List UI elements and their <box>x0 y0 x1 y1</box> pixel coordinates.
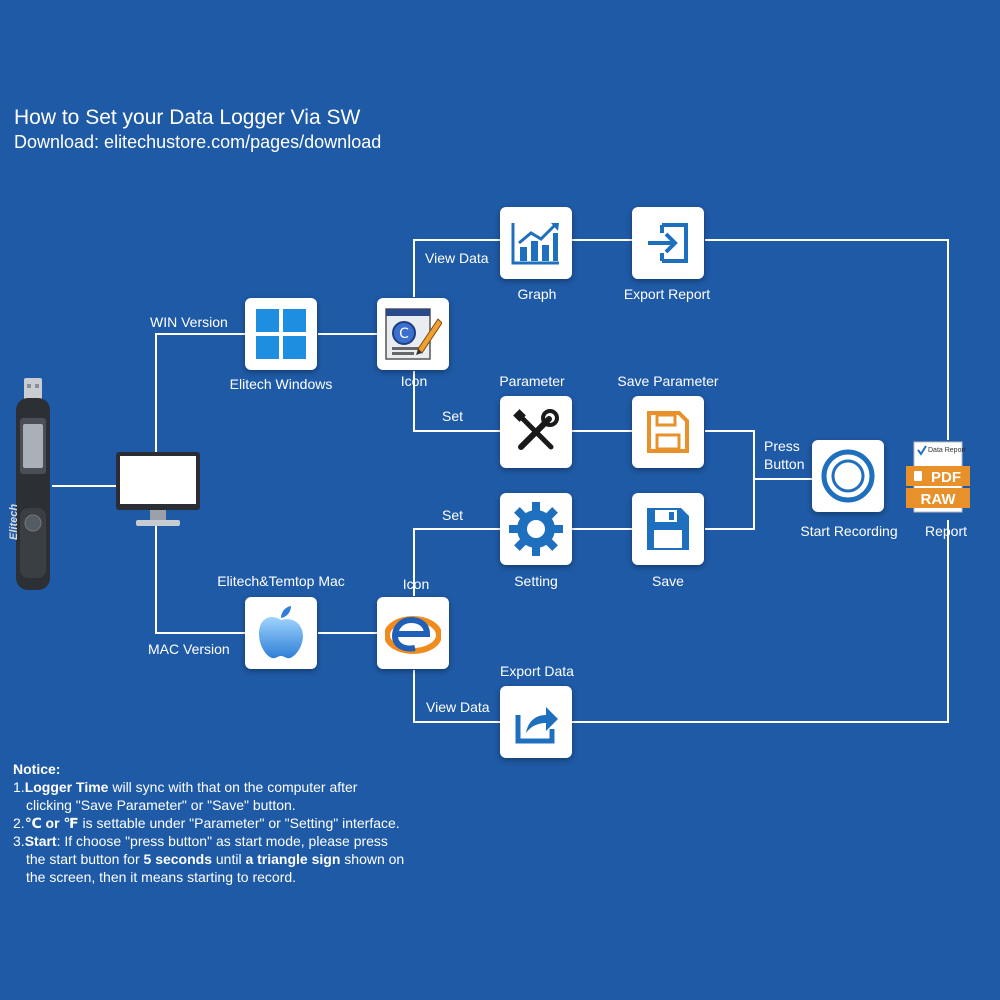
export-report-icon <box>648 223 688 263</box>
win-software-icon: C <box>385 308 442 360</box>
set-bottom-label: Set <box>442 507 464 523</box>
mac-version-label: MAC Version <box>148 641 230 657</box>
save-label: Save <box>652 573 684 589</box>
notice-title: Notice: <box>13 761 61 777</box>
notice-1-num: 1. <box>13 779 25 795</box>
gear-icon <box>509 502 563 556</box>
export-data-label: Export Data <box>500 663 574 679</box>
notice-3-cont-f: the screen, then it means starting to re… <box>26 869 297 885</box>
notice-item-1: 1.Logger Time will sync with that on the… <box>13 778 404 796</box>
parameter-tile[interactable] <box>500 396 572 468</box>
notice-3-cont-a: the start button for <box>26 851 144 867</box>
floppy-disk-blue-icon <box>647 508 689 550</box>
view-data-top-label: View Data <box>425 250 489 266</box>
notice-3-bold: Start <box>24 833 57 849</box>
svg-text:C: C <box>399 326 409 342</box>
notice-3-cont-e: shown on <box>340 851 405 867</box>
notice-2-bold: ℃ or ℉ <box>24 815 79 831</box>
button-label: Button <box>764 456 805 472</box>
view-data-bottom-label: View Data <box>426 699 490 715</box>
notice-3-cont-c: until <box>212 851 246 867</box>
press-label: Press <box>764 438 800 454</box>
record-button-icon <box>821 449 875 503</box>
mac-app-label: Elitech&Temtop Mac <box>217 573 345 589</box>
setting-label: Setting <box>514 573 558 589</box>
notice-3-text: : If choose "press button" as start mode… <box>56 833 388 849</box>
device-brand-label: Elitech <box>8 503 20 540</box>
mac-app-tile[interactable] <box>245 597 317 669</box>
export-data-tile[interactable] <box>500 686 572 758</box>
report-document-icon: Data Report PDF RAW <box>906 441 970 513</box>
notice-2-num: 2. <box>13 815 25 831</box>
bar-chart-icon <box>511 223 559 265</box>
notice-item-3: 3.Start: If choose "press button" as sta… <box>13 832 404 850</box>
win-software-tile[interactable]: C <box>377 298 449 370</box>
set-top-label: Set <box>442 408 464 424</box>
notice-section: Notice: 1.Logger Time will sync with tha… <box>13 760 404 886</box>
share-export-icon <box>515 707 558 744</box>
setting-tile[interactable] <box>500 493 572 565</box>
notice-1-text: will sync with that on the computer afte… <box>108 779 358 795</box>
report-label: Report <box>924 523 968 539</box>
start-recording-label: Start Recording <box>800 523 898 539</box>
notice-3-cont: the start button for 5 seconds until a t… <box>13 850 404 868</box>
floppy-disk-orange-icon <box>647 411 689 453</box>
notice-1-bold: Logger Time <box>24 779 109 795</box>
notice-3-cont-d: a triangle sign <box>245 851 341 867</box>
save-parameter-label: Save Parameter <box>617 373 719 389</box>
export-report-label: Export Report <box>623 286 711 302</box>
notice-2-text: is settable under "Parameter" or "Settin… <box>78 815 400 831</box>
elitech-windows-label: Elitech Windows <box>229 376 333 392</box>
save-tile[interactable] <box>632 493 704 565</box>
notice-1-cont: clicking "Save Parameter" or "Save" butt… <box>26 797 296 813</box>
windows-app-tile[interactable] <box>245 298 317 370</box>
report-icon-pdf: PDF <box>931 469 961 486</box>
graph-tile[interactable] <box>500 207 572 279</box>
report-icon-top-text: Data Report <box>928 447 966 454</box>
notice-3-num: 3. <box>13 833 25 849</box>
notice-3-cont-b: 5 seconds <box>143 851 212 867</box>
computer-monitor-icon <box>116 452 200 526</box>
export-report-tile[interactable] <box>632 207 704 279</box>
start-recording-tile[interactable] <box>812 440 884 512</box>
save-parameter-tile[interactable] <box>632 396 704 468</box>
notice-item-2: 2.℃ or ℉ is settable under "Parameter" o… <box>13 814 404 832</box>
page-heading: How to Set your Data Logger Via SW Downl… <box>14 106 381 153</box>
windows-logo-icon <box>256 309 306 359</box>
page-title: How to Set your Data Logger Via SW <box>14 106 361 129</box>
win-icon-label: Icon <box>400 373 428 389</box>
elitech-e-logo-icon <box>385 616 441 654</box>
download-link-text: Download: elitechustore.com/pages/downlo… <box>14 132 382 153</box>
parameter-label: Parameter <box>499 373 565 389</box>
apple-logo-icon <box>259 606 303 659</box>
graph-label: Graph <box>517 286 557 302</box>
wrench-screwdriver-icon <box>513 409 559 450</box>
win-version-label: WIN Version <box>150 314 228 330</box>
mac-icon-label: Icon <box>402 576 430 592</box>
data-logger-device <box>16 378 50 590</box>
mac-software-tile[interactable] <box>377 597 449 669</box>
report-icon-raw: RAW <box>921 491 957 508</box>
